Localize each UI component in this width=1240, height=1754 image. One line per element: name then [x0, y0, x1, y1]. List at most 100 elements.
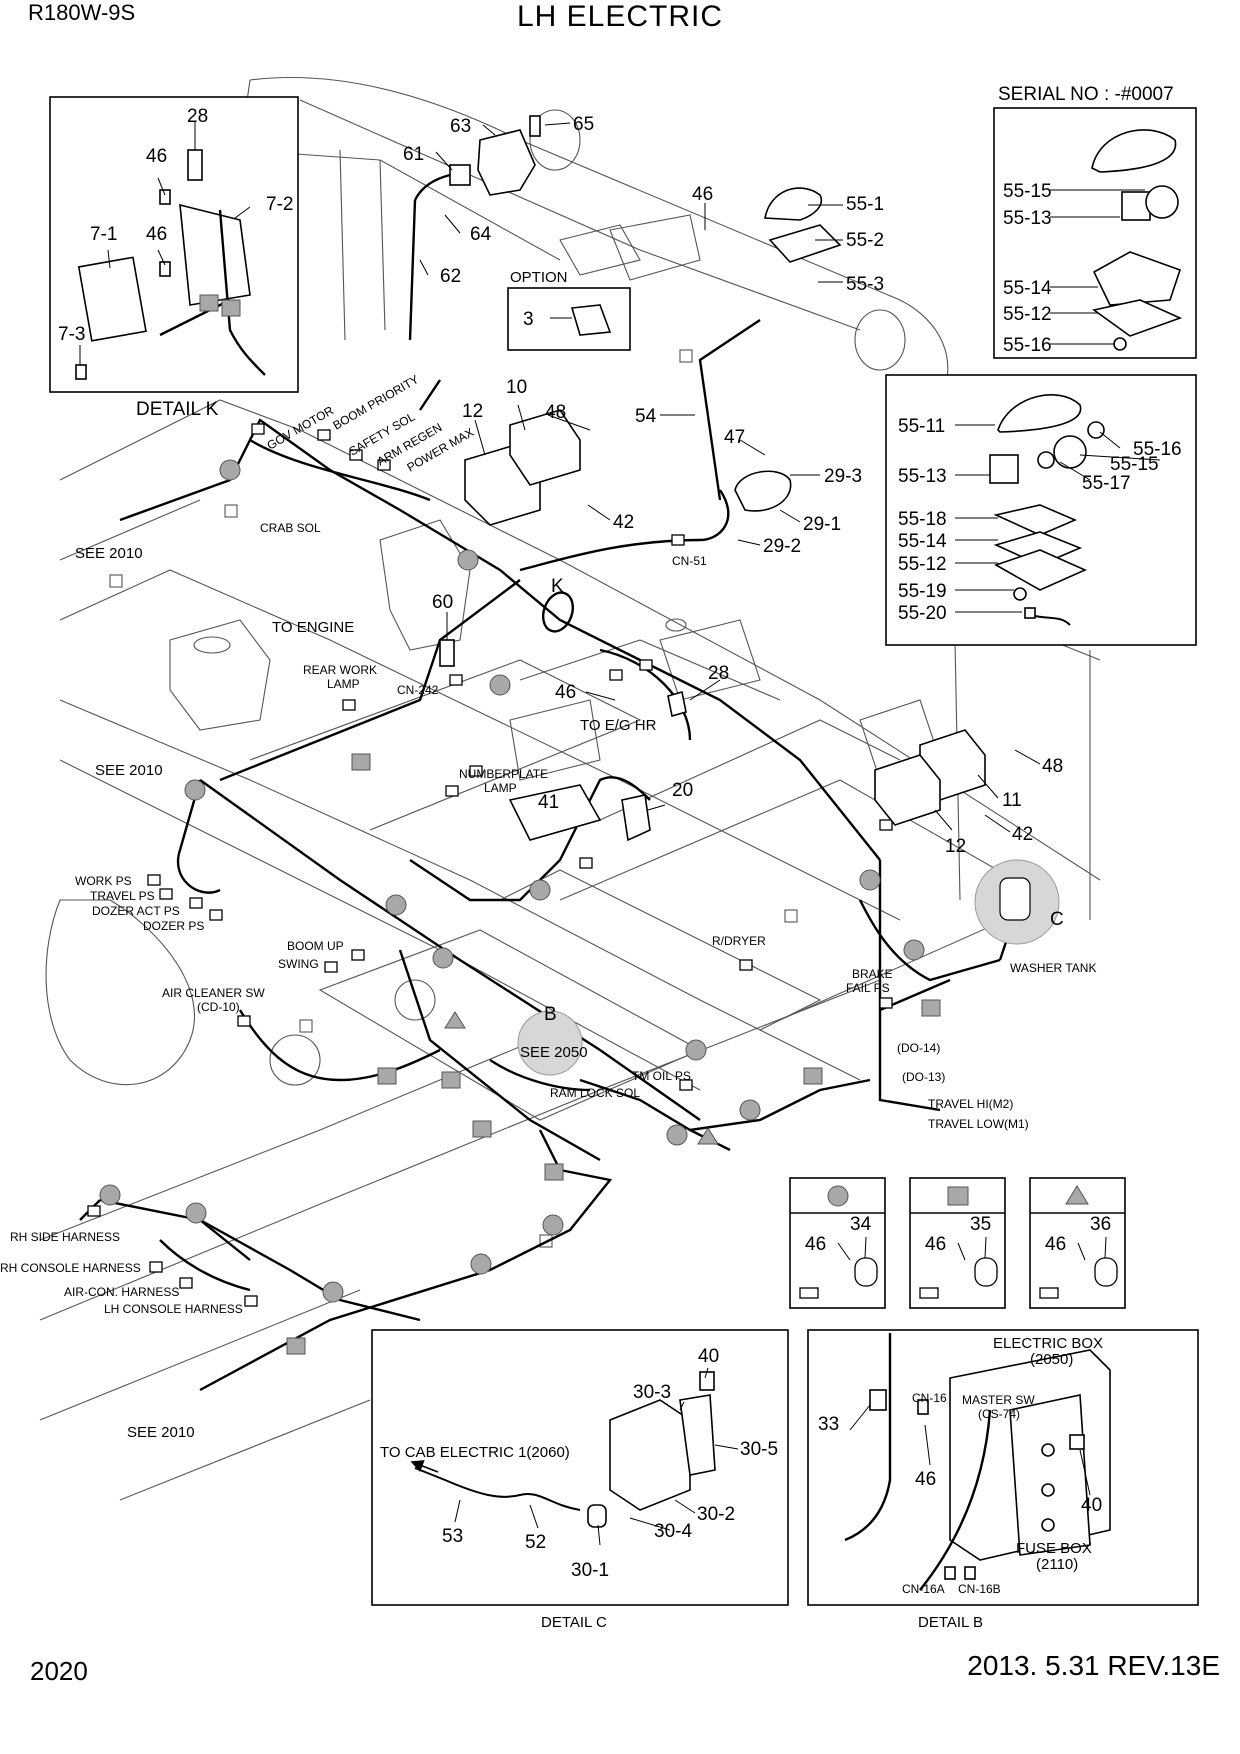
detail-k-box — [49, 96, 299, 393]
diagram-label: NUMBERPLATE — [459, 767, 548, 781]
callout: 12 — [945, 836, 966, 857]
detail-k-part: 7-3 — [58, 324, 85, 345]
diagram-label: FAIL PS — [846, 981, 890, 995]
callout: 63 — [450, 116, 471, 137]
diagram-label: 46 — [925, 1234, 946, 1255]
detail-k-title: DETAIL K — [136, 399, 219, 420]
option-box — [507, 287, 631, 351]
detail-part: 55-18 — [898, 509, 947, 530]
callout: 11 — [1002, 790, 1022, 811]
diagram-label: 36 — [1090, 1214, 1111, 1235]
callout: 48 — [1042, 756, 1063, 777]
diagram-label: CN-16B — [958, 1582, 1001, 1596]
diagram-label: 34 — [850, 1214, 872, 1235]
diagram-label: MASTER SW — [962, 1393, 1035, 1407]
diagram-label: LAMP — [327, 677, 360, 691]
clamp-markers — [99, 459, 941, 1355]
diagram-label: 33 — [818, 1414, 839, 1435]
callout: 42 — [613, 512, 634, 533]
detail-k-part: 46 — [146, 146, 167, 167]
callout: 48 — [545, 402, 566, 423]
callout: 61 — [403, 144, 424, 165]
diagram-label: DOZER PS — [143, 919, 204, 933]
diagram-label: RAM LOCK SOL — [550, 1086, 640, 1100]
callout: 46 — [692, 184, 713, 205]
detail-markers — [517, 591, 1060, 1076]
connectors — [87, 423, 893, 1307]
diagram-label: FUSE BOX — [1016, 1540, 1092, 1557]
diagram-label: (2110) — [1036, 1556, 1078, 1573]
diagram-label: TM OIL PS — [632, 1069, 691, 1083]
diagram-label: CN-51 — [672, 554, 707, 568]
diagram-label: 30-5 — [740, 1439, 778, 1460]
diagram-label: AIR-CON. HARNESS — [64, 1285, 179, 1299]
diagram-label: TO E/G HR — [580, 717, 657, 734]
callout: 28 — [708, 663, 729, 684]
diagram-label: CN-242 — [397, 683, 439, 697]
diagram-label: 46 — [915, 1469, 936, 1490]
detail-part: 55-19 — [898, 581, 947, 602]
diagram-label: 46 — [1045, 1234, 1066, 1255]
callout: 55-2 — [846, 230, 884, 251]
top-parts — [439, 115, 986, 842]
diagram-label: 46 — [805, 1234, 826, 1255]
diagram-label: TO ENGINE — [272, 619, 354, 636]
chassis-outline — [39, 76, 1101, 1501]
model-code: R180W-9S — [28, 0, 136, 25]
serial-box — [993, 107, 1197, 359]
legend-boxes — [789, 1177, 1126, 1309]
diagram-label: REAR WORK — [303, 663, 377, 677]
serial-part: 55-15 — [1003, 181, 1052, 202]
diagram-label: 35 — [970, 1214, 991, 1235]
lamp-detail-box — [885, 374, 1197, 646]
diagram-label: (DO-13) — [902, 1070, 945, 1084]
detail-k-part: 46 — [146, 224, 167, 245]
serial-part: 55-12 — [1003, 304, 1052, 325]
diagram-label: BRAKE — [852, 967, 893, 981]
detail-c-box — [371, 1329, 789, 1606]
callout: 60 — [432, 592, 453, 613]
diagram-label: AIR CLEANER SW — [162, 986, 265, 1000]
diagram-label: RH CONSOLE HARNESS — [0, 1261, 141, 1275]
callout: 29-1 — [803, 514, 841, 535]
callout: 55-1 — [846, 194, 884, 215]
diagram-label: 52 — [525, 1532, 546, 1553]
diagram-label: TRAVEL HI(M2) — [928, 1097, 1013, 1111]
callout: 54 — [635, 406, 657, 427]
detail-b-labels: ELECTRIC BOX (2050) CN-16 MASTER SW (CS-… — [818, 1335, 1103, 1631]
diagram-label: 40 — [698, 1346, 719, 1367]
detail-part: 55-13 — [898, 466, 947, 487]
diagram-label: RH SIDE HARNESS — [10, 1230, 120, 1244]
serial-title: SERIAL NO : -#0007 — [998, 84, 1174, 105]
serial-part: 55-14 — [1003, 278, 1052, 299]
option-title: OPTION — [510, 269, 568, 286]
detail-part: 55-14 — [898, 531, 947, 552]
serial-part: 55-16 — [1003, 335, 1052, 356]
detail-part: 55-15 — [1110, 454, 1159, 475]
diagram-label: LAMP — [484, 781, 517, 795]
detail-b-title: DETAIL B — [918, 1614, 983, 1631]
callout: 41 — [538, 792, 559, 813]
detail-k-part: 7-1 — [90, 224, 117, 245]
diagram-label: (2050) — [1030, 1351, 1073, 1368]
serial-part: 55-13 — [1003, 208, 1052, 229]
detail-part: 55-12 — [898, 554, 947, 575]
diagram-label: WORK PS — [75, 874, 132, 888]
page-number: 2020 — [30, 1656, 88, 1686]
diagram-label: (CS-74) — [978, 1407, 1020, 1421]
diagram-label: LH CONSOLE HARNESS — [104, 1302, 243, 1316]
diagram-label: GOV MOTOR — [265, 403, 337, 453]
detail-c-marker: C — [1050, 909, 1064, 930]
callout: 29-3 — [824, 466, 862, 487]
diagram-label: (DO-14) — [897, 1041, 940, 1055]
callout: 46 — [555, 682, 576, 703]
detail-part: 55-11 — [898, 416, 945, 437]
detail-c-labels: TO CAB ELECTRIC 1(2060) 40 30-3 30-5 30-… — [380, 1346, 778, 1631]
option-part: 3 — [523, 309, 534, 330]
diagram-label: TRAVEL PS — [90, 889, 155, 903]
diagram-label: CN-16 — [912, 1391, 947, 1405]
detail-part: 55-17 — [1082, 473, 1131, 494]
wire-harness — [79, 173, 1012, 1392]
callout: 42 — [1012, 824, 1033, 845]
